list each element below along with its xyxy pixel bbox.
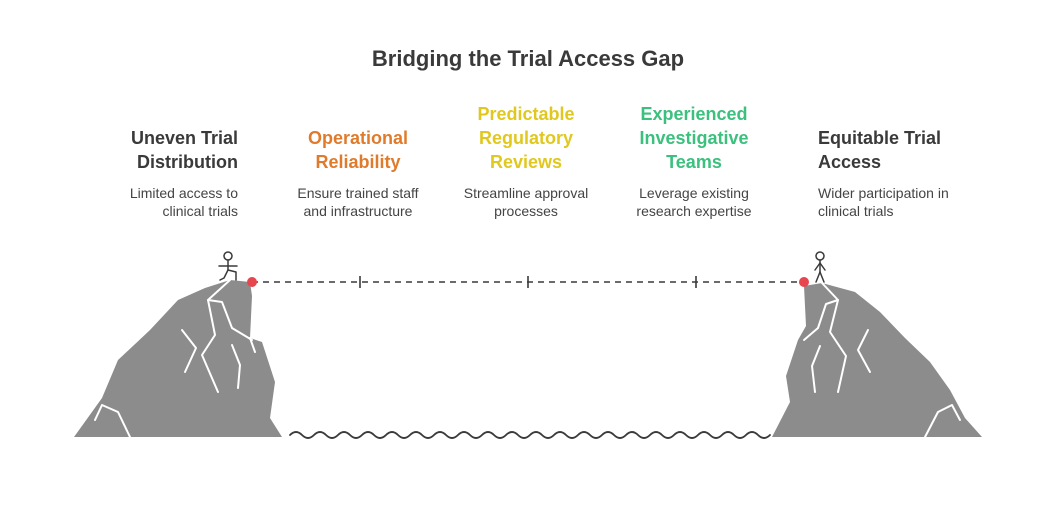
stage-predictable-regulatory-reviews: Predictable Regulatory Reviews Streamlin… <box>441 102 611 220</box>
stage-title-line: Reliability <box>315 152 401 172</box>
stage-operational-reliability: Operational Reliability Ensure trained s… <box>273 102 443 220</box>
stage-title-line: Regulatory <box>478 128 574 148</box>
stage-title-line: Equitable Trial <box>818 128 942 148</box>
stage-title: Equitable Trial Access <box>818 102 988 174</box>
stage-experienced-investigative-teams: Experienced Investigative Teams Leverage… <box>609 102 779 220</box>
start-point <box>247 277 257 287</box>
stage-description: Wider participation in clinical trials <box>818 184 988 220</box>
right-cliff <box>772 282 982 438</box>
end-point <box>799 277 809 287</box>
stage-title-line: Investigative <box>639 128 749 148</box>
stage-description-line: Limited access to <box>129 185 238 201</box>
stage-title-line: Reviews <box>489 152 563 172</box>
left-cliff <box>74 279 282 438</box>
water-waves <box>289 431 771 439</box>
stage-title-line: Operational <box>307 128 409 148</box>
stage-title: Experienced Investigative Teams <box>609 102 779 174</box>
stage-title-line: Access <box>818 152 882 172</box>
stage-title-line: Experienced <box>640 104 748 124</box>
bridge-path <box>252 276 804 288</box>
standing-person-icon <box>814 251 826 283</box>
stage-title: Operational Reliability <box>273 102 443 174</box>
stage-description-line: clinical trials <box>818 203 894 219</box>
stage-description-line: Wider participation in <box>818 185 949 201</box>
diagram-title: Bridging the Trial Access Gap <box>371 46 685 71</box>
stage-title-line: Teams <box>666 152 722 172</box>
stage-uneven-trial-distribution: Uneven Trial Distribution Limited access… <box>68 102 238 220</box>
stage-description-line: Leverage existing <box>639 185 749 201</box>
stage-description-line: Ensure trained staff <box>297 185 419 201</box>
stage-title-line: Distribution <box>137 152 238 172</box>
stage-description-line: Streamline approval <box>463 185 589 201</box>
stage-description-line: processes <box>494 203 558 219</box>
stage-title-line: Predictable <box>477 104 575 124</box>
stage-title: Predictable Regulatory Reviews <box>441 102 611 174</box>
stage-title: Uneven Trial Distribution <box>68 102 238 174</box>
stage-title-line: Uneven Trial <box>130 128 238 148</box>
stage-description: Ensure trained staff and infrastructure <box>273 184 443 220</box>
stepping-person-icon <box>218 251 238 281</box>
stage-description-line: research expertise <box>636 203 752 219</box>
stage-description: Leverage existing research expertise <box>609 184 779 220</box>
stage-description-line: and infrastructure <box>303 203 413 219</box>
stage-description-line: clinical trials <box>162 203 238 219</box>
stage-description: Streamline approval processes <box>441 184 611 220</box>
stage-description: Limited access to clinical trials <box>68 184 238 220</box>
stage-equitable-trial-access: Equitable Trial Access Wider participati… <box>818 102 988 220</box>
